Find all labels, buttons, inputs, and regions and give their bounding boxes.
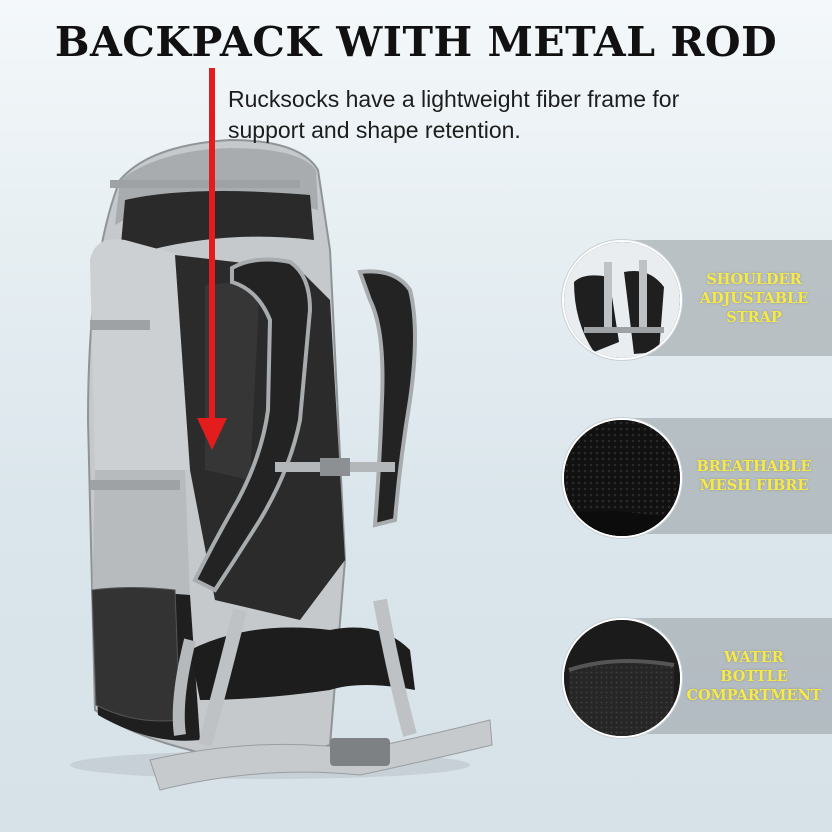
feature-label-line: COMPARTMENT [686, 686, 822, 704]
subtitle-line: Rucksocks have a lightweight fiber frame… [228, 86, 680, 112]
feature-label-line: BOTTLE [720, 667, 788, 685]
bottle-pocket-icon [564, 620, 680, 736]
feature-label: SHOULDER ADJUSTABLE STRAP [678, 240, 830, 356]
feature-label-line: MESH FIBRE [699, 477, 809, 494]
feature-label-line: ADJUSTABLE [699, 289, 809, 307]
mesh-thumbnail [562, 418, 682, 538]
feature-bottle-pocket: WATER BOTTLE COMPARTMENT [560, 618, 832, 738]
feature-mesh: BREATHABLE MESH FIBRE [560, 418, 832, 538]
subtitle: Rucksocks have a lightweight fiber frame… [228, 84, 788, 146]
feature-shoulder-strap: SHOULDER ADJUSTABLE STRAP [560, 240, 832, 360]
mesh-fabric-icon [564, 420, 680, 536]
page-title: BACKPACK WITH METAL ROD [54, 18, 778, 66]
feature-label-line: SHOULDER [706, 270, 802, 288]
feature-label: WATER BOTTLE COMPARTMENT [678, 618, 830, 734]
feature-label-line: STRAP [726, 308, 782, 326]
shoulder-strap-icon [564, 242, 680, 358]
bottle-pocket-thumbnail [562, 618, 682, 738]
feature-label-line: BREATHABLE [696, 458, 812, 475]
feature-label-line: WATER [724, 648, 784, 666]
arrow-down-icon [197, 68, 227, 450]
shoulder-strap-thumbnail [562, 240, 682, 360]
feature-label: BREATHABLE MESH FIBRE [678, 418, 830, 534]
subtitle-line: support and shape retention. [228, 117, 521, 143]
